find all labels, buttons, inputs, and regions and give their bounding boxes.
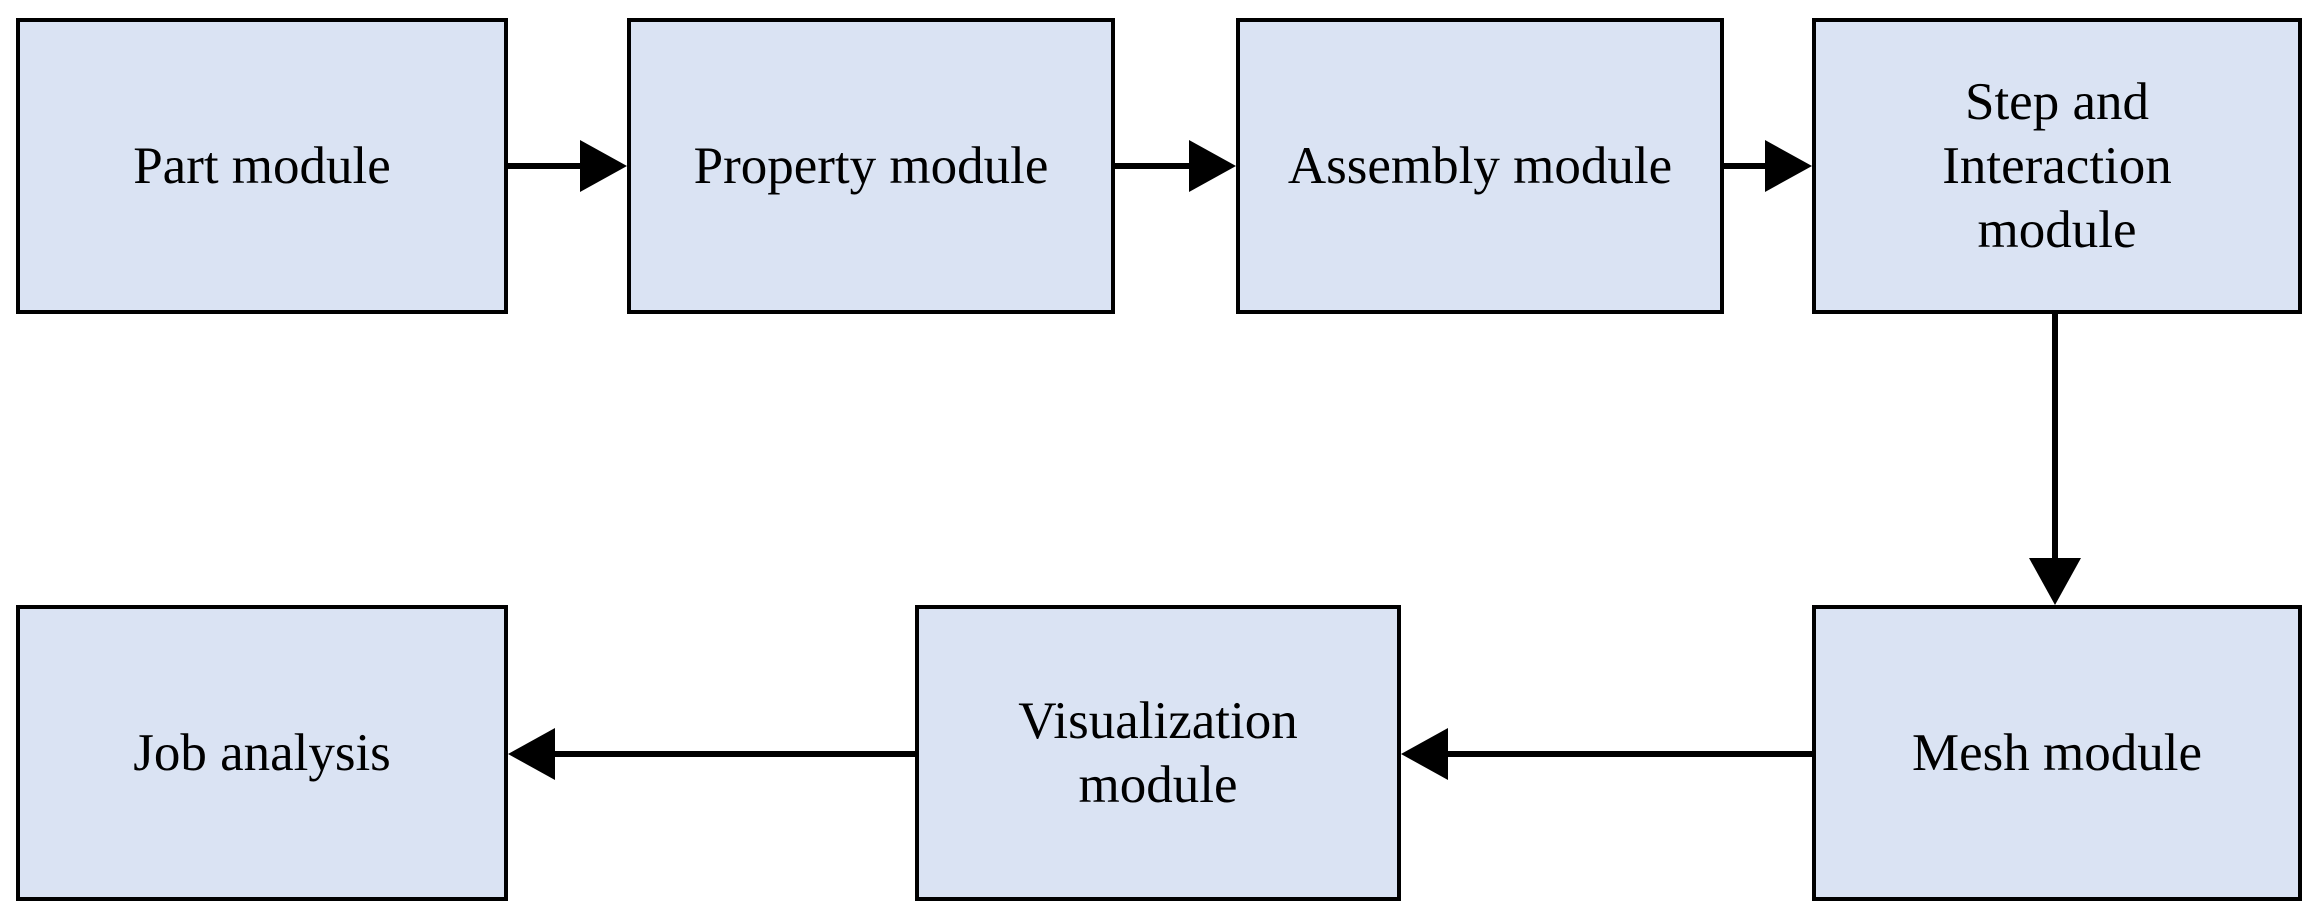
node-assembly-module: Assembly module xyxy=(1236,18,1724,314)
node-label: Property module xyxy=(693,137,1049,195)
node-label: Visualization module xyxy=(1018,692,1298,814)
node-label: Part module xyxy=(133,137,391,195)
node-label: Assembly module xyxy=(1287,137,1673,195)
node-visualization-module: Visualization module xyxy=(915,605,1401,901)
node-property-module: Property module xyxy=(627,18,1115,314)
node-label: Mesh module xyxy=(1912,724,2202,782)
node-step-interaction-module: Step and Interaction module xyxy=(1812,18,2302,314)
node-job-analysis: Job analysis xyxy=(16,605,508,901)
edge-step-to-mesh xyxy=(2029,312,2081,605)
node-label: Step and Interaction module xyxy=(1942,73,2172,259)
edge-property-to-assembly xyxy=(1115,140,1236,192)
node-mesh-module: Mesh module xyxy=(1812,605,2302,901)
edge-part-to-property xyxy=(508,140,627,192)
node-label: Job analysis xyxy=(133,724,391,782)
node-part-module: Part module xyxy=(16,18,508,314)
edge-mesh-to-visualization xyxy=(1401,728,1812,780)
edge-visualization-to-job xyxy=(508,728,915,780)
edge-assembly-to-step xyxy=(1724,140,1812,192)
